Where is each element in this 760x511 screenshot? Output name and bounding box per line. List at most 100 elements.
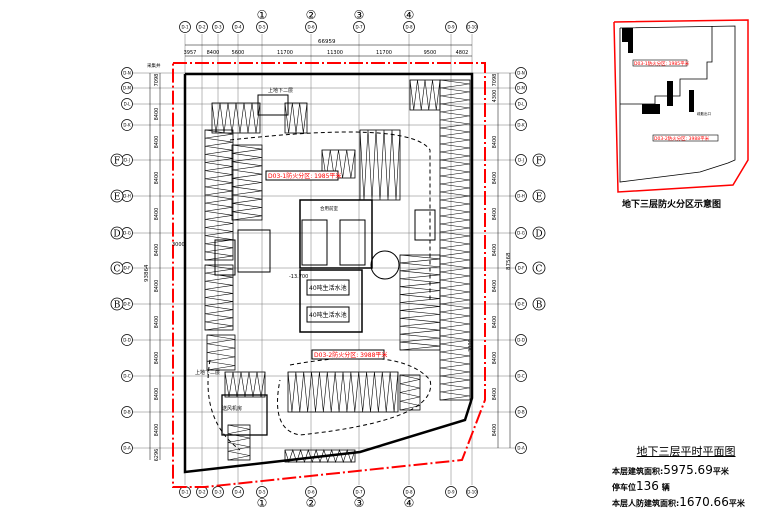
grid-number: ④: [404, 8, 415, 22]
ramp-label-top: 上地下二层: [268, 87, 293, 94]
building-outline: [183, 72, 474, 474]
fire-zone-inset-diagram: D03-1防火分区: 1985平米 D03-2防火分区: 3988平米 疏散出口: [613, 19, 749, 193]
floor-area-value: 5975.69: [663, 463, 713, 477]
axis-bubble: [121, 370, 133, 382]
axis-label: D-E: [517, 302, 525, 307]
row-letter: F: [114, 157, 120, 167]
left-dimension: 7098: [154, 74, 160, 87]
axis-label: D-G: [123, 231, 131, 236]
axis-bubble: [305, 486, 317, 498]
axis-label: D-C: [123, 374, 131, 379]
row-letter: E: [536, 193, 543, 203]
left-dimension: 8400: [154, 108, 160, 121]
dim-3000-left: 3000: [172, 242, 185, 248]
row-letter: B: [536, 301, 543, 311]
axis-label: D-F: [124, 266, 132, 271]
axis-label: D-J: [124, 158, 130, 163]
axis-label: D-B: [123, 410, 130, 415]
axis-label: D-6: [307, 490, 315, 495]
row-letter: E: [114, 193, 121, 203]
inset-exit-label: 疏散出口: [697, 111, 711, 116]
axis-bubble: [121, 334, 133, 346]
axis-bubble: [515, 370, 527, 382]
parking-stall-block: [287, 371, 399, 413]
axis-bubble: [515, 67, 527, 79]
right-dimension: 8400: [492, 388, 498, 401]
right-dimension: 8400: [492, 172, 498, 185]
top-dimension: 9500: [424, 50, 437, 56]
top-dimension: 11300: [327, 50, 343, 56]
axis-label: D-A: [123, 446, 130, 451]
row-letter: F: [536, 157, 542, 167]
lobby-label: 合用前室: [320, 205, 338, 212]
row-letter-bubble: [532, 297, 546, 311]
parking-stall-block: [204, 264, 234, 331]
axis-bubble: [121, 82, 133, 94]
axis-label: D-3: [214, 490, 222, 495]
right-dimension: 8400: [492, 280, 498, 293]
grid-number: ④: [404, 496, 415, 507]
parking-stall-block: [231, 144, 263, 221]
axis-label: D-7: [355, 490, 363, 495]
axis-label: D-K: [123, 123, 131, 128]
floor-area-row: 本层建筑面积:5975.69平米: [612, 463, 729, 477]
top-dimension: 11700: [376, 50, 392, 56]
svg-text:D03-1防火分区: 1985平米: D03-1防火分区: 1985平米: [268, 172, 341, 180]
axis-label: D-D: [123, 338, 131, 343]
parking-stall-block: [227, 424, 251, 461]
row-letter-bubble: [532, 226, 546, 240]
parking-stall-block: [284, 449, 356, 463]
dim-3000-right: 3000: [468, 339, 474, 352]
drawing-title: 地下三层平时平面图: [636, 445, 736, 458]
axis-bubble: [515, 334, 527, 346]
row-letter-bubble: [110, 153, 124, 167]
left-dimension: 8400: [154, 136, 160, 149]
top-dimension: 5600: [232, 50, 245, 56]
axis-label: D-B: [517, 410, 524, 415]
parking-stall-block: [224, 371, 266, 398]
parking-stall-block: [211, 102, 261, 134]
parking-stall-block: [206, 334, 236, 371]
fire-zone-1-tag: D03-1防火分区: 1985平米: [265, 170, 341, 181]
row-letter: B: [114, 301, 121, 311]
right-dimension: 8400: [492, 352, 498, 365]
axis-bubble: [466, 486, 478, 498]
left-dimension: 8400: [154, 172, 160, 185]
axis-label: D-M: [517, 86, 526, 91]
grid-number: ③: [354, 496, 365, 507]
left-dimension: 8400: [154, 316, 160, 329]
axis-bubble: [353, 21, 365, 33]
left-dimension: 6296: [154, 449, 160, 462]
parking-row: 停车位136 辆: [612, 479, 670, 493]
right-dimension: 8400: [492, 244, 498, 257]
central-core: [207, 94, 436, 451]
axis-label: D-N: [123, 71, 131, 76]
right-dimension: 8400: [492, 208, 498, 221]
axis-bubble: [515, 442, 527, 454]
row-letter-bubble: [532, 261, 546, 275]
axis-bubble: [466, 21, 478, 33]
axis-label: D-A: [517, 446, 524, 451]
axis-label: D-2: [198, 25, 206, 30]
elevation-label: -13.700: [289, 274, 308, 280]
axis-label: D-3: [214, 25, 222, 30]
axis-bubble: [515, 82, 527, 94]
left-dimension: 8400: [154, 208, 160, 221]
axis-label: D-6: [307, 25, 315, 30]
axis-label: D-9: [447, 490, 455, 495]
row-letter: C: [114, 265, 121, 275]
axis-bubble: [445, 486, 457, 498]
left-dimension: 8400: [154, 424, 160, 437]
axis-label: D-5: [258, 490, 266, 495]
axis-bubble: [121, 119, 133, 131]
axis-label: D-9: [447, 25, 455, 30]
side-note: 采集井: [147, 62, 161, 69]
top-dimension: 11700: [277, 50, 293, 56]
axis-label: D-N: [517, 71, 525, 76]
right-dimension: 8400: [492, 424, 498, 437]
grid-number: ②: [306, 8, 317, 22]
top-dimension: 8400: [207, 50, 220, 56]
axis-grid: D-1D-1D-2D-2D-3D-3D-4D-4D-5D-5D-6D-6D-7D…: [110, 8, 546, 507]
axis-label: D-L: [124, 102, 132, 107]
axis-label: D-1: [181, 25, 189, 30]
